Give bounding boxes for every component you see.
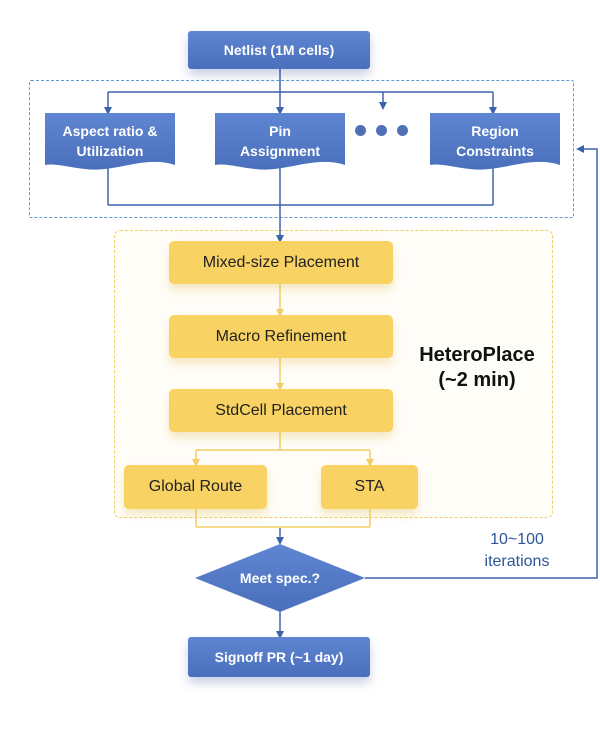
netlist-label: Netlist (1M cells): [223, 42, 335, 58]
region-label-line2: Constraints: [456, 143, 534, 159]
stdcell-placement-node: StdCell Placement: [169, 389, 393, 432]
document-shape-icon: [45, 113, 175, 170]
document-shape-icon: [430, 113, 560, 170]
mixed-size-placement-label: Mixed-size Placement: [202, 253, 360, 271]
macro-refinement-node: Macro Refinement: [169, 315, 393, 358]
document-shape-icon: [215, 113, 345, 170]
pin-label-line1: Pin: [269, 123, 291, 139]
arrow-feedback-loop: [365, 145, 598, 579]
region-constraints-node: Region Constraints: [430, 113, 560, 175]
sta-label: STA: [354, 478, 385, 495]
pin-assignment-node: Pin Assignment: [215, 113, 345, 175]
iterations-annotation: 10~100 iterations: [458, 529, 576, 573]
global-route-label: Global Route: [148, 478, 243, 495]
signoff-label: Signoff PR (~1 day): [214, 649, 344, 665]
iterations-count: 10~100: [490, 531, 544, 548]
macro-refinement-label: Macro Refinement: [215, 327, 347, 345]
aspect-ratio-label-line2: Utilization: [76, 143, 144, 159]
region-label-line1: Region: [471, 123, 519, 139]
aspect-ratio-label-line1: Aspect ratio &: [62, 123, 158, 139]
pin-label-line2: Assignment: [239, 143, 321, 159]
ellipsis-dot-icon: [376, 125, 387, 136]
signoff-node: Signoff PR (~1 day): [188, 637, 370, 677]
iterations-label: iterations: [484, 553, 550, 570]
decision-diamond: [195, 544, 365, 612]
mixed-size-placement-node: Mixed-size Placement: [169, 241, 393, 284]
heteroplace-runtime: (~2 min): [438, 369, 516, 391]
stdcell-placement-label: StdCell Placement: [215, 401, 347, 419]
heteroplace-title: HeteroPlace: [419, 344, 535, 366]
sta-node: STA: [321, 465, 418, 509]
ellipsis-dot-icon: [397, 125, 408, 136]
global-route-node: Global Route: [124, 465, 267, 509]
heteroplace-annotation: HeteroPlace (~2 min): [412, 343, 542, 393]
netlist-node: Netlist (1M cells): [188, 31, 370, 69]
constraints-group-frame: [29, 80, 574, 218]
meet-spec-label: Meet spec.?: [239, 570, 321, 586]
ellipsis-dot-icon: [355, 125, 366, 136]
aspect-ratio-node: Aspect ratio & Utilization: [45, 113, 175, 175]
